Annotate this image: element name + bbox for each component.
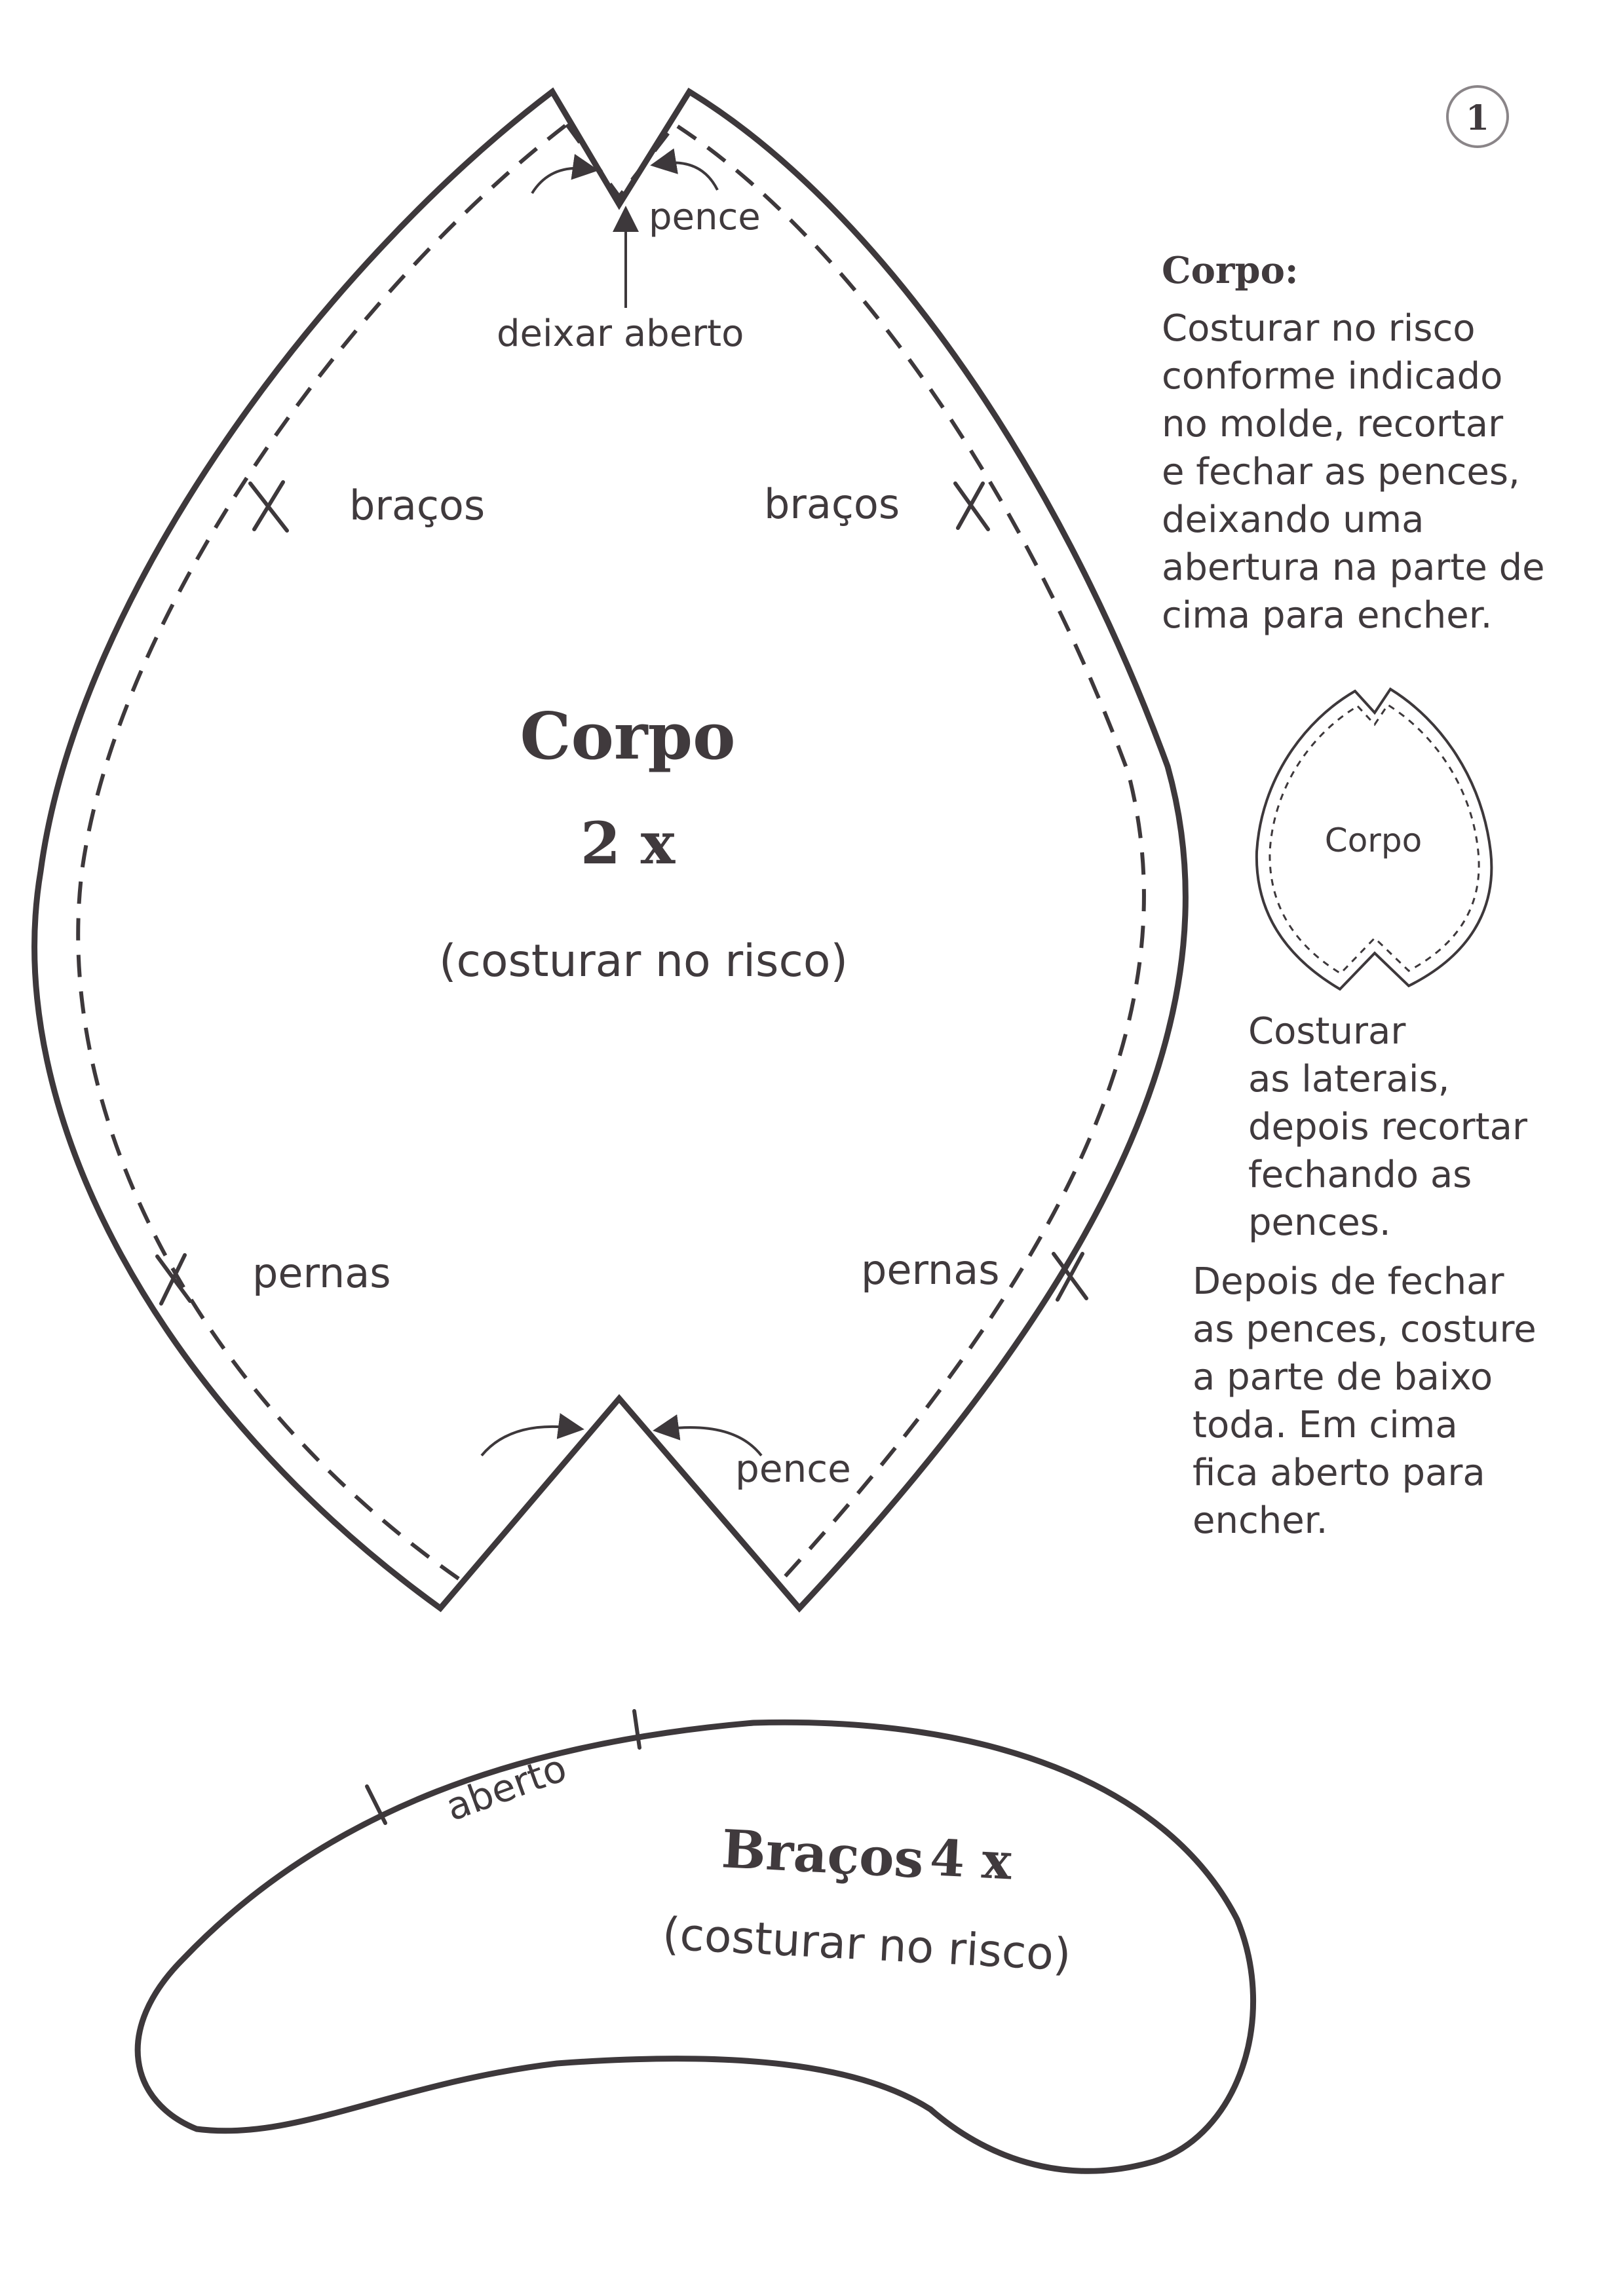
instructions-line: abertura na parte de	[1162, 546, 1545, 589]
small-body-diagram: Corpo	[1255, 687, 1493, 991]
body-note: (costurar no risco)	[439, 935, 848, 987]
instructions-line: deixando uma	[1162, 499, 1424, 541]
body-cut-outline	[31, 87, 1189, 1613]
caption-line: pences.	[1248, 1201, 1391, 1244]
small-body-seam	[1269, 703, 1480, 975]
instructions-line: no molde, recortar	[1162, 403, 1504, 445]
leg-right-label: pernas	[861, 1246, 1000, 1294]
instructions-line: conforme indicado	[1162, 355, 1502, 398]
arm-pattern-piece: aberto Braços 4 x (costurar no risco)	[134, 1709, 1257, 2174]
body-title: Corpo	[520, 699, 736, 774]
arm-opening-tick-left	[365, 1784, 387, 1825]
after-line: as pences, costure	[1193, 1308, 1537, 1351]
instructions-line: Costurar no risco	[1162, 307, 1476, 350]
arm-note: (costurar no risco)	[661, 1908, 1072, 1982]
arm-quantity: 4 x	[928, 1828, 1014, 1891]
arm-mark-right	[953, 481, 990, 531]
caption-line: fechando as	[1248, 1154, 1472, 1196]
after-darts-instructions: Depois de fechar as pences, costure a pa…	[1193, 1260, 1537, 1542]
arm-left-label: braços	[349, 481, 485, 529]
page-number: 1	[1466, 98, 1489, 138]
after-line: fica aberto para	[1193, 1452, 1485, 1494]
instructions-line: cima para encher.	[1162, 594, 1492, 637]
body-pattern-piece: pence deixar aberto braços braços Corpo …	[31, 87, 1189, 1613]
instructions-block: Corpo: Costurar no risco conforme indica…	[1162, 249, 1545, 637]
after-line: encher.	[1193, 1499, 1327, 1542]
arm-opening-tick-right	[632, 1709, 641, 1750]
dart-bottom-left-arrow	[480, 1413, 584, 1457]
instructions-line: e fechar as pences,	[1162, 451, 1520, 493]
leg-mark-right	[1052, 1252, 1088, 1302]
dart-top-label: pence	[649, 196, 761, 238]
arm-right-label: braços	[764, 480, 900, 528]
small-body-label: Corpo	[1325, 821, 1422, 859]
small-body-outline	[1255, 687, 1493, 991]
opening-label: deixar aberto	[497, 312, 744, 355]
dart-bottom-right-arrow	[653, 1414, 763, 1457]
instructions-heading: Corpo:	[1162, 249, 1299, 292]
caption-line: as laterais,	[1248, 1058, 1449, 1101]
arm-mark-left	[248, 480, 289, 533]
arm-opening-label: aberto	[440, 1745, 573, 1830]
caption-line: depois recortar	[1248, 1106, 1528, 1148]
caption-line: Costurar	[1248, 1010, 1406, 1053]
leg-mark-left	[155, 1253, 192, 1306]
body-seam-line	[76, 121, 1146, 1581]
arm-cut-outline	[134, 1719, 1257, 2174]
after-line: toda. Em cima	[1193, 1404, 1458, 1446]
after-line: a parte de baixo	[1193, 1356, 1493, 1399]
page-number-badge: 1	[1446, 85, 1509, 148]
after-line: Depois de fechar	[1193, 1260, 1504, 1303]
dart-bottom-label: pence	[735, 1446, 851, 1491]
dart-top-right-arrow	[650, 148, 719, 191]
dart-top-left-arrow	[531, 153, 599, 195]
body-quantity: 2 x	[581, 809, 676, 877]
arm-title: Braços	[720, 1818, 925, 1890]
leg-left-label: pernas	[252, 1249, 391, 1297]
small-diagram-caption: Costurar as laterais, depois recortar fe…	[1248, 1010, 1528, 1244]
